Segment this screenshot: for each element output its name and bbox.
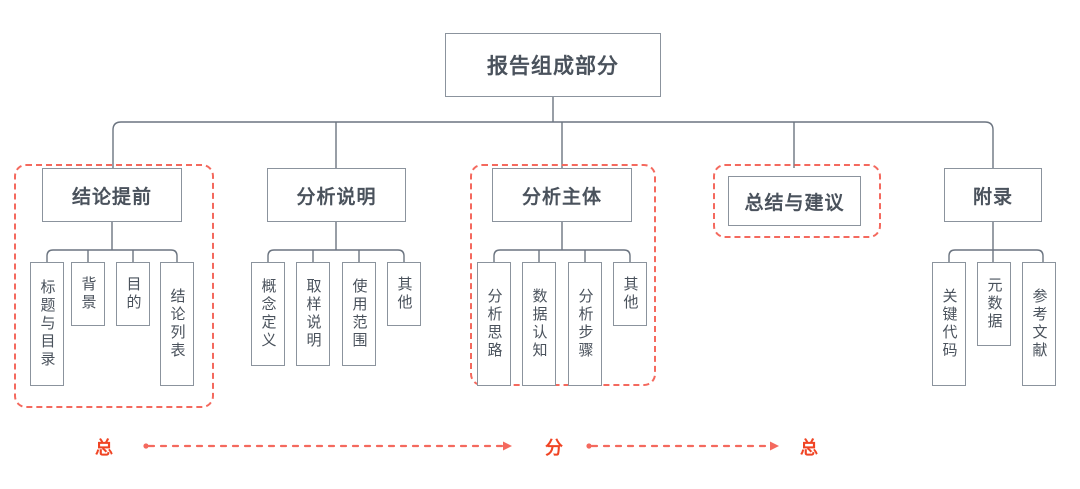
highlight-region-branch-3 bbox=[470, 164, 656, 386]
node-root[interactable]: 报告组成部分 bbox=[445, 33, 661, 97]
node-branch-2[interactable]: 分析说明 bbox=[267, 168, 406, 222]
leaf-branch-3-1[interactable]: 数据认知 bbox=[522, 262, 556, 386]
leaf-branch-1-1[interactable]: 背景 bbox=[71, 262, 105, 326]
leaf-branch-1-3[interactable]: 结论列表 bbox=[160, 262, 194, 386]
leaf-branch-2-1[interactable]: 取样说明 bbox=[296, 262, 330, 366]
leaf-branch-2-0[interactable]: 概念定义 bbox=[251, 262, 285, 366]
legend-label-0: 总 bbox=[95, 438, 114, 458]
legend-arrows bbox=[143, 441, 779, 451]
leaf-branch-3-2[interactable]: 分析步骤 bbox=[568, 262, 602, 386]
node-branch-5[interactable]: 附录 bbox=[944, 168, 1042, 222]
leaf-branch-5-1[interactable]: 元数据 bbox=[977, 262, 1011, 346]
highlight-region-branch-4 bbox=[713, 164, 881, 238]
leaf-branch-5-0[interactable]: 关键代码 bbox=[932, 262, 966, 386]
leaf-branch-1-0[interactable]: 标题与目录 bbox=[30, 262, 64, 386]
legend-label-2: 总 bbox=[800, 438, 819, 458]
leaf-branch-1-2[interactable]: 目的 bbox=[116, 262, 150, 326]
node-branch-3[interactable]: 分析主体 bbox=[492, 168, 632, 222]
node-branch-1[interactable]: 结论提前 bbox=[42, 168, 182, 222]
leaf-branch-3-0[interactable]: 分析思路 bbox=[477, 262, 511, 386]
leaf-branch-3-3[interactable]: 其他 bbox=[613, 262, 647, 326]
node-branch-4[interactable]: 总结与建议 bbox=[728, 176, 861, 226]
highlight-region-branch-1 bbox=[14, 164, 214, 408]
legend-label-1: 分 bbox=[545, 438, 564, 458]
leaf-branch-2-2[interactable]: 使用范围 bbox=[342, 262, 376, 366]
leaf-branch-5-2[interactable]: 参考文献 bbox=[1022, 262, 1056, 386]
leaf-branch-2-3[interactable]: 其他 bbox=[387, 262, 421, 326]
